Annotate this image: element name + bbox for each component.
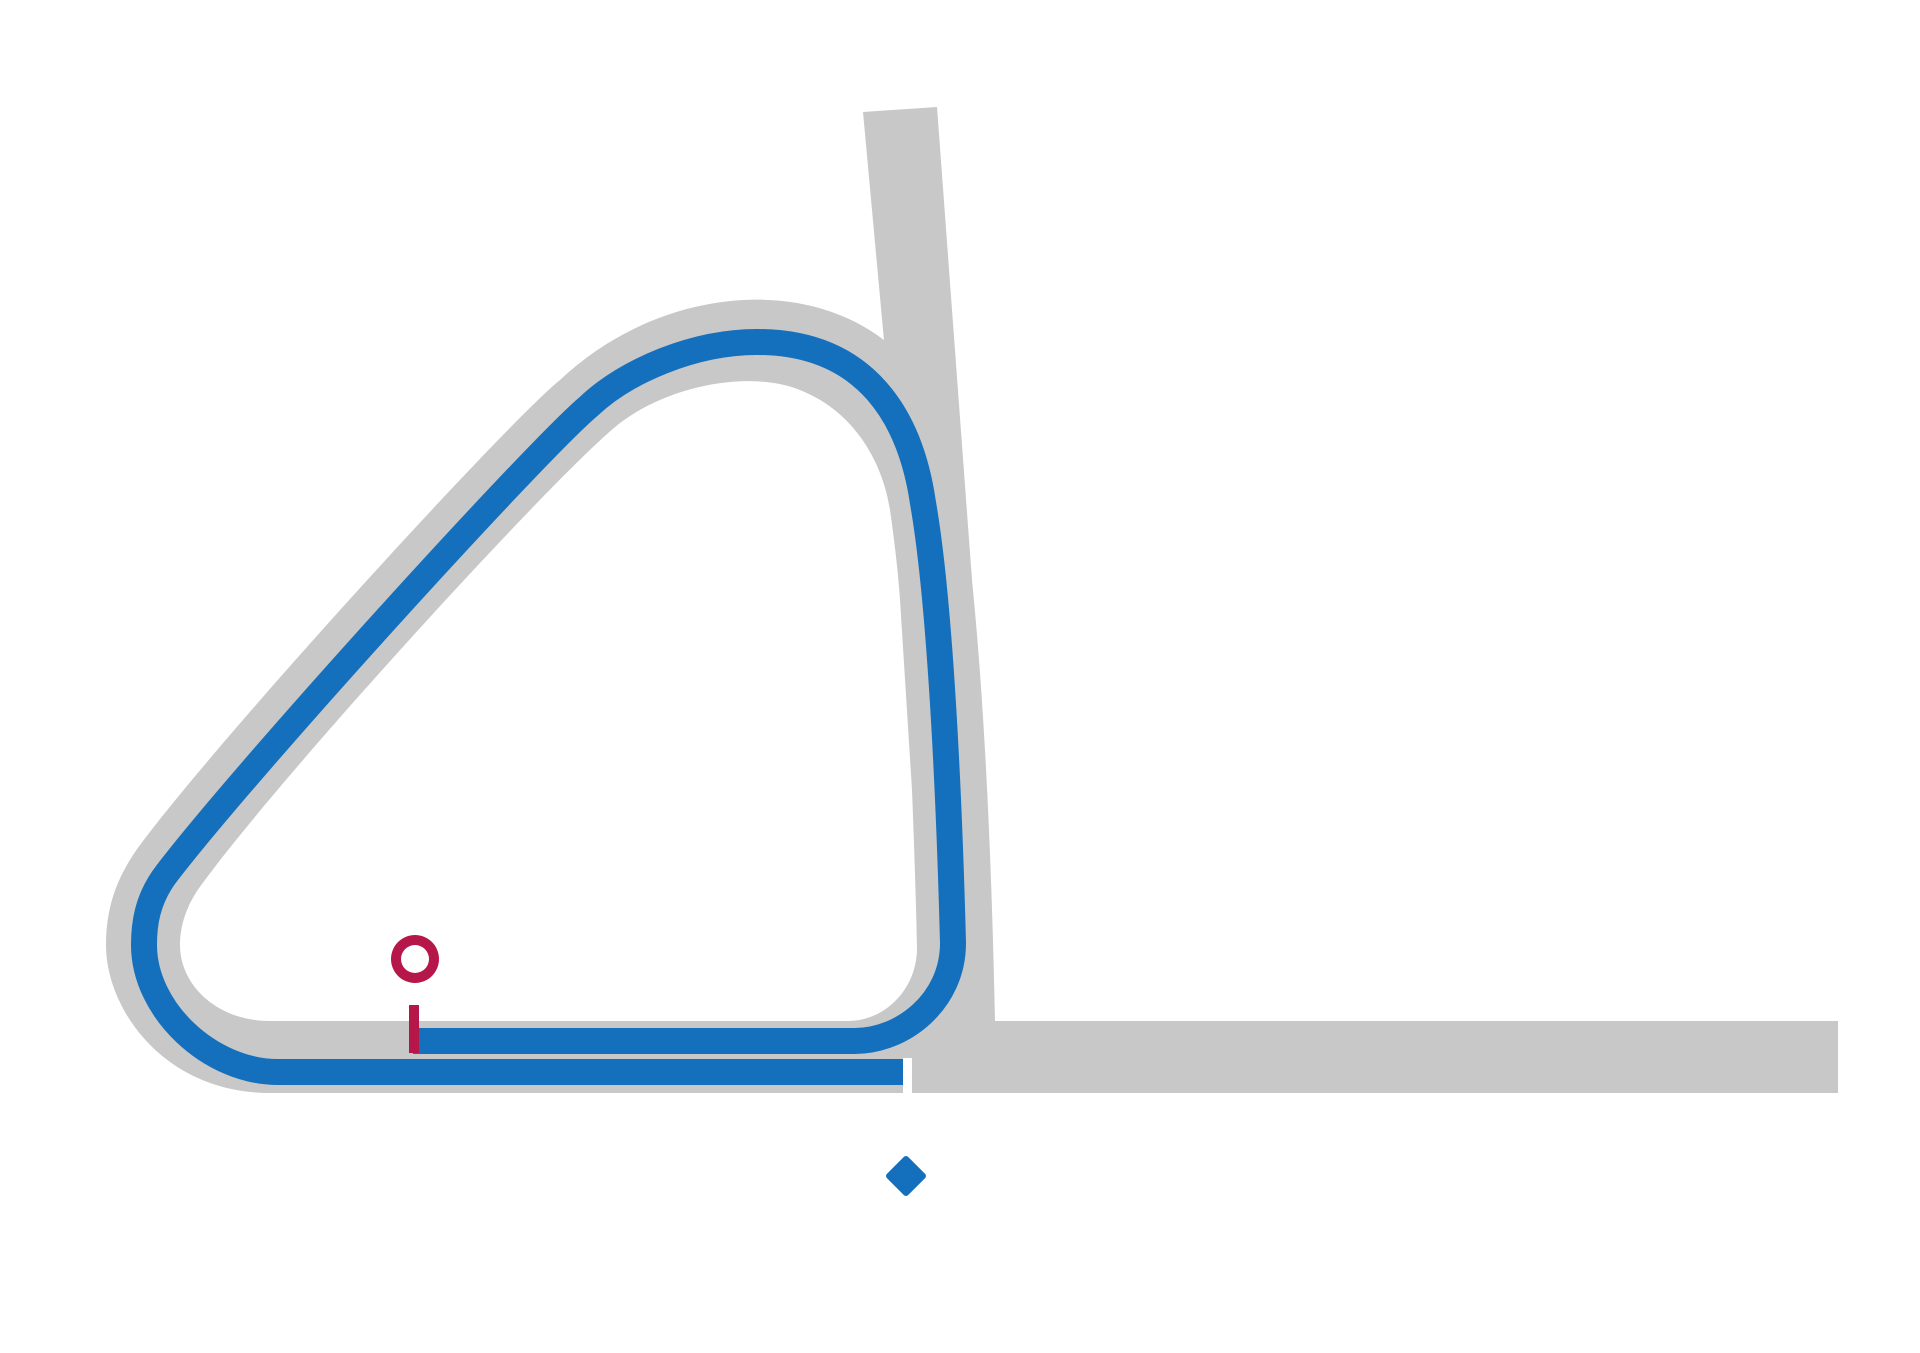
track-circuit bbox=[106, 299, 1838, 1093]
finish-diamond-icon bbox=[886, 1156, 926, 1196]
start-post bbox=[409, 1005, 419, 1053]
start-circle-icon bbox=[391, 935, 439, 983]
race-route bbox=[131, 329, 966, 1085]
finish-line-gap bbox=[903, 1058, 912, 1094]
